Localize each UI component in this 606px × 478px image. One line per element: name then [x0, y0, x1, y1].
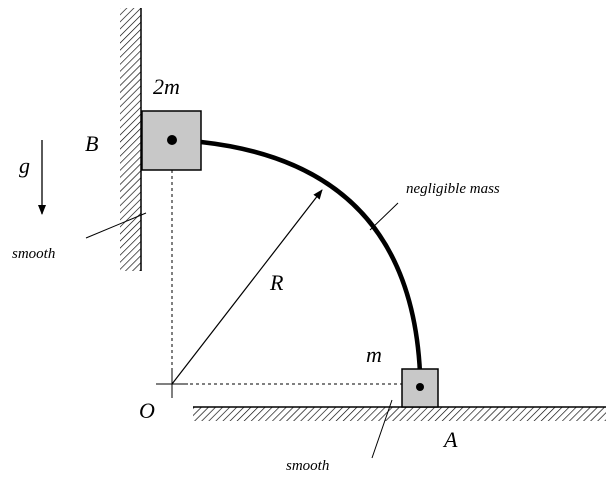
radius-arrow	[171, 189, 323, 385]
rod-label: negligible mass	[406, 181, 500, 197]
point-b-label: B	[85, 131, 98, 156]
vertical-wall	[120, 8, 141, 271]
block-m-pivot	[416, 383, 424, 391]
smooth-wall-leader	[85, 212, 147, 239]
rod-label-leader	[369, 202, 399, 231]
smooth-wall-label: smooth	[12, 246, 55, 262]
smooth-floor-label: smooth	[286, 458, 329, 474]
mass-bottom-label: m	[366, 342, 382, 367]
mass-top-label: 2m	[153, 74, 180, 99]
smooth-floor-leader	[371, 399, 393, 459]
radius-label: R	[269, 270, 284, 295]
origin-label: O	[139, 398, 155, 423]
point-a-label: A	[442, 427, 458, 452]
gravity-label: g	[19, 153, 30, 178]
block-2m-pivot	[167, 135, 177, 145]
floor	[193, 407, 606, 421]
curved-rod	[200, 139, 423, 374]
